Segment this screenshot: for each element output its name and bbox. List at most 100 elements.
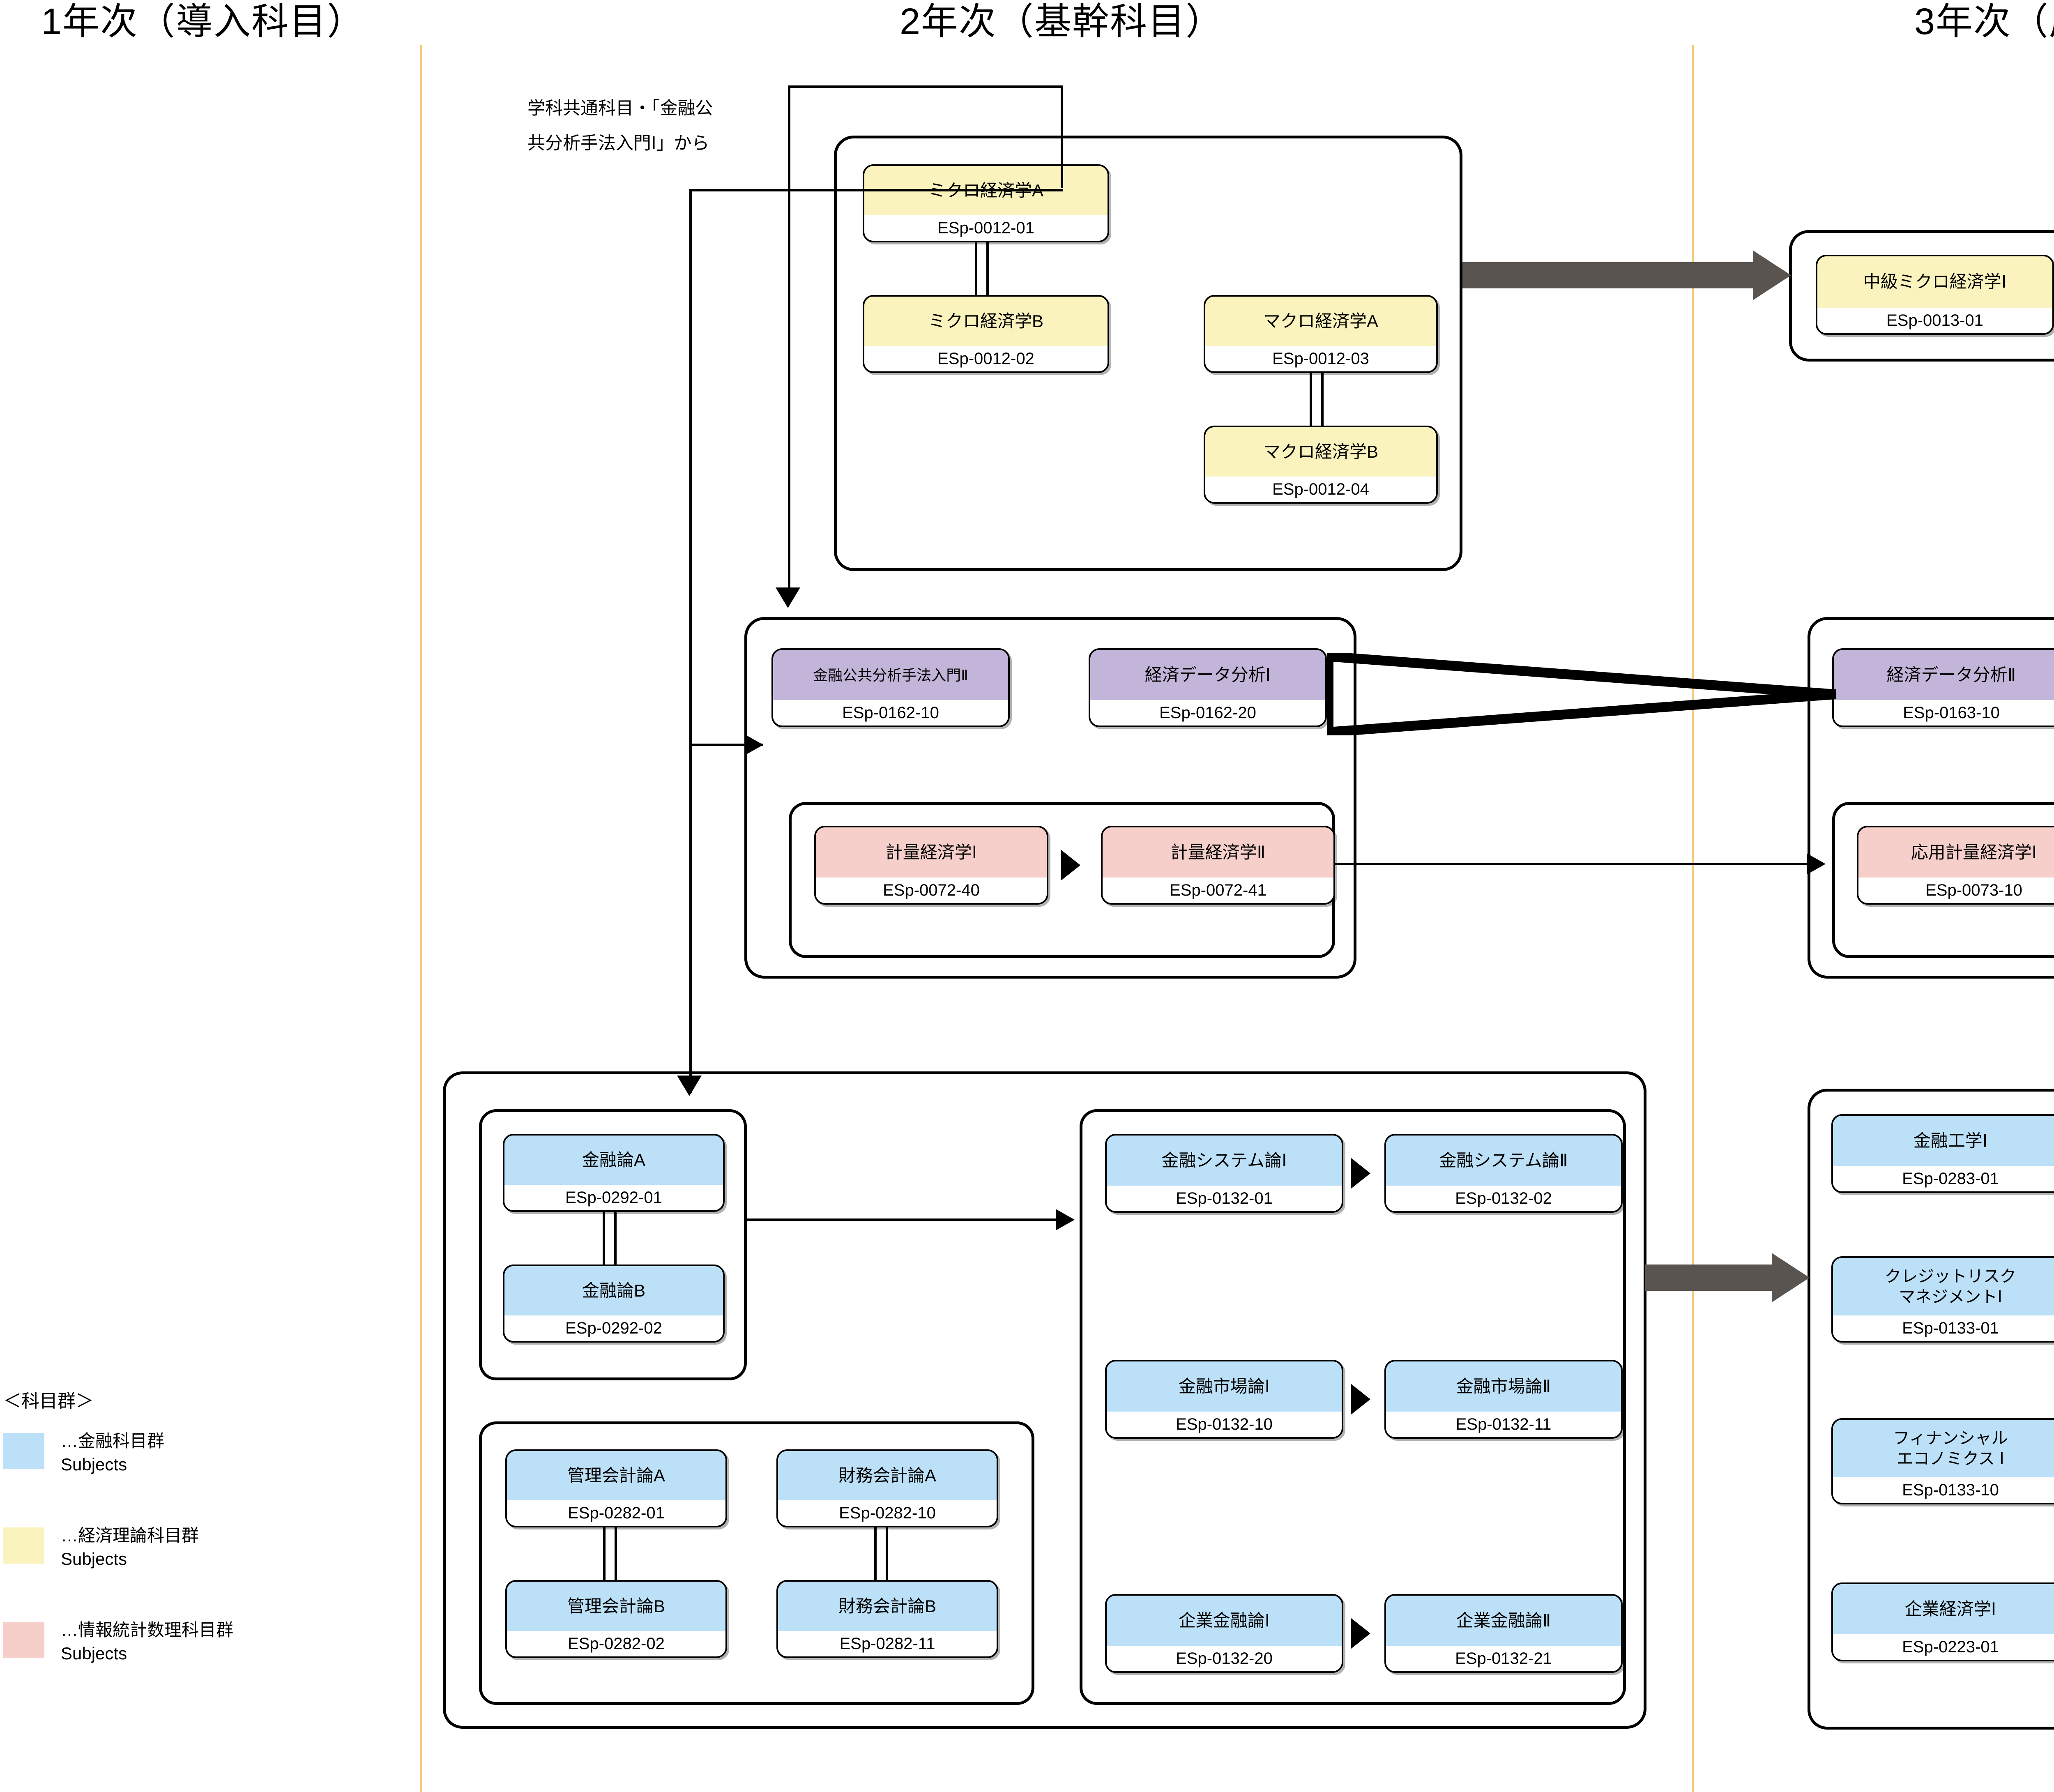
link-econometrics-to-applied-line bbox=[1335, 863, 1812, 865]
card-code: ESp-0132-01 bbox=[1107, 1186, 1342, 1211]
prereq-arrow-econometrics bbox=[1061, 850, 1080, 881]
feeder-arrowhead-to-stats-group bbox=[776, 587, 800, 608]
card-financial-public-analysis-2[interactable]: 金融公共分析手法入門Ⅱ ESp-0162-10 bbox=[771, 648, 1010, 727]
card-management-accounting-b[interactable]: 管理会計論B ESp-0282-02 bbox=[505, 1580, 727, 1658]
card-title: 財務会計論A bbox=[778, 1451, 997, 1500]
card-intermediate-micro-1[interactable]: 中級ミクロ経済学Ⅰ ESp-0013-01 bbox=[1816, 255, 2054, 335]
card-code: ESp-0012-01 bbox=[864, 215, 1108, 241]
rail-finance-a-to-b bbox=[603, 1212, 617, 1265]
card-financial-market-2[interactable]: 金融市場論Ⅱ ESp-0132-11 bbox=[1384, 1360, 1623, 1439]
legend-swatch-economic-theory bbox=[3, 1527, 44, 1564]
card-title: ミクロ経済学B bbox=[864, 297, 1108, 346]
card-title: マクロ経済学B bbox=[1205, 427, 1436, 477]
card-title: 経済データ分析Ⅱ bbox=[1834, 650, 2054, 700]
card-micro-b[interactable]: ミクロ経済学B ESp-0012-02 bbox=[863, 295, 1109, 373]
card-corporate-finance-2[interactable]: 企業金融論Ⅱ ESp-0132-21 bbox=[1384, 1594, 1623, 1673]
legend-label-economic-theory: …経済理論科目群 Subjects bbox=[61, 1526, 199, 1569]
card-title: マクロ経済学A bbox=[1205, 297, 1436, 346]
card-code: ESp-0073-10 bbox=[1858, 878, 2054, 903]
card-title: 経済データ分析Ⅰ bbox=[1090, 650, 1325, 700]
card-title: 金融市場論Ⅰ bbox=[1107, 1361, 1342, 1412]
card-financial-accounting-a[interactable]: 財務会計論A ESp-0282-10 bbox=[776, 1449, 998, 1527]
card-financial-market-1[interactable]: 金融市場論Ⅰ ESp-0132-10 bbox=[1105, 1360, 1343, 1439]
card-macro-b[interactable]: マクロ経済学B ESp-0012-04 bbox=[1204, 426, 1438, 504]
card-code: ESp-0132-02 bbox=[1386, 1186, 1621, 1211]
divider-year2-year3 bbox=[1692, 45, 1694, 1792]
card-code: ESp-0072-40 bbox=[816, 878, 1047, 903]
card-applied-econometrics-1[interactable]: 応用計量経済学Ⅰ ESp-0073-10 bbox=[1857, 826, 2054, 905]
card-econ-data-analysis-1[interactable]: 経済データ分析Ⅰ ESp-0162-20 bbox=[1089, 648, 1327, 727]
card-title: 金融公共分析手法入門Ⅱ bbox=[773, 650, 1008, 700]
card-code: ESp-0132-11 bbox=[1386, 1412, 1621, 1437]
card-title: 管理会計論B bbox=[507, 1582, 725, 1631]
card-title: 計量経済学Ⅱ bbox=[1103, 827, 1333, 878]
card-title: フィナンシャル エコノミクス Ⅰ bbox=[1833, 1420, 2054, 1477]
card-code: ESp-0132-20 bbox=[1107, 1646, 1342, 1671]
card-title: 金融システム論Ⅱ bbox=[1386, 1136, 1621, 1186]
card-econometrics-1[interactable]: 計量経済学Ⅰ ESp-0072-40 bbox=[814, 826, 1048, 905]
card-financial-system-1[interactable]: 金融システム論Ⅰ ESp-0132-01 bbox=[1105, 1134, 1343, 1213]
card-management-accounting-a[interactable]: 管理会計論A ESp-0282-01 bbox=[505, 1449, 727, 1527]
link-econ-data-1-to-2 bbox=[1327, 653, 1836, 735]
card-finance-b[interactable]: 金融論B ESp-0292-02 bbox=[503, 1265, 725, 1343]
card-finance-a[interactable]: 金融論A ESp-0292-01 bbox=[503, 1134, 725, 1212]
legend-label-finance: …金融科目群 Subjects bbox=[61, 1431, 165, 1474]
link-finance-pair-to-courses-line bbox=[747, 1218, 1059, 1221]
source-note-line2: 共分析手法入門Ⅰ」から bbox=[527, 134, 709, 153]
prereq-arrow-financial-market bbox=[1351, 1384, 1370, 1415]
card-code: ESp-0282-11 bbox=[778, 1631, 997, 1656]
card-financial-accounting-b[interactable]: 財務会計論B ESp-0282-11 bbox=[776, 1580, 998, 1658]
group-economic-theory-year2 bbox=[834, 136, 1462, 571]
card-financial-system-2[interactable]: 金融システム論Ⅱ ESp-0132-02 bbox=[1384, 1134, 1623, 1213]
card-title: 計量経済学Ⅰ bbox=[816, 827, 1047, 878]
card-macro-a[interactable]: マクロ経済学A ESp-0012-03 bbox=[1204, 295, 1438, 373]
group-finance-courses-year2 bbox=[1080, 1109, 1626, 1705]
rail-macro-a-to-b bbox=[1310, 373, 1324, 426]
card-title: 企業経済学Ⅰ bbox=[1833, 1584, 2054, 1634]
group-stats-methods-year3 bbox=[1808, 617, 2054, 979]
feeder-main-vertical-a bbox=[788, 85, 790, 603]
card-code: ESp-0292-01 bbox=[504, 1185, 723, 1210]
prereq-arrow-financial-system bbox=[1351, 1158, 1370, 1189]
year2-heading: 2年次（基幹科目） bbox=[900, 1, 1224, 42]
card-financial-engineering-1[interactable]: 金融工学Ⅰ ESp-0283-01 bbox=[1831, 1114, 2054, 1193]
card-code: ESp-0133-10 bbox=[1833, 1477, 2054, 1503]
group-finance-year3 bbox=[1808, 1089, 2054, 1730]
divider-year1-year2 bbox=[420, 45, 422, 1792]
feeder-second-horizontal bbox=[689, 189, 1063, 191]
rail-micro-a-to-b bbox=[975, 242, 989, 296]
card-econometrics-2[interactable]: 計量経済学Ⅱ ESp-0072-41 bbox=[1101, 826, 1335, 905]
card-title: 財務会計論B bbox=[778, 1582, 997, 1631]
card-financial-economics-1[interactable]: フィナンシャル エコノミクス Ⅰ ESp-0133-10 bbox=[1831, 1418, 2054, 1504]
year3-heading: 3年次（展開科目） bbox=[1914, 1, 2054, 42]
group-accounting-pair bbox=[479, 1421, 1034, 1705]
legend-label-info-stats: …情報統計数理科目群 Subjects bbox=[61, 1620, 234, 1663]
card-title: 管理会計論A bbox=[507, 1451, 725, 1500]
card-code: ESp-0132-10 bbox=[1107, 1412, 1342, 1437]
card-code: ESp-0163-10 bbox=[1834, 700, 2054, 726]
flow-arrow-finance-year2-to-year3 bbox=[1645, 1253, 1810, 1302]
card-title: 中級ミクロ経済学Ⅰ bbox=[1817, 256, 2052, 308]
card-corporate-economics-1[interactable]: 企業経済学Ⅰ ESp-0223-01 bbox=[1831, 1582, 2054, 1661]
legend-swatch-finance bbox=[3, 1433, 44, 1469]
card-code: ESp-0012-03 bbox=[1205, 346, 1436, 371]
feeder-branch-to-stats-arrowhead bbox=[744, 734, 763, 755]
card-corporate-finance-1[interactable]: 企業金融論Ⅰ ESp-0132-20 bbox=[1105, 1594, 1343, 1673]
link-finance-pair-to-courses-arrowhead bbox=[1056, 1209, 1075, 1230]
card-title: 金融論B bbox=[504, 1266, 723, 1315]
card-code: ESp-0162-20 bbox=[1090, 700, 1325, 726]
card-econ-data-analysis-2[interactable]: 経済データ分析Ⅱ ESp-0163-10 bbox=[1832, 648, 2054, 727]
card-code: ESp-0012-02 bbox=[864, 346, 1108, 371]
card-code: ESp-0133-01 bbox=[1833, 1315, 2054, 1341]
card-credit-risk-management-1[interactable]: クレジットリスク マネジメントⅠ ESp-0133-01 bbox=[1831, 1256, 2054, 1343]
flow-arrow-theory-year2-to-year3 bbox=[1462, 251, 1791, 300]
group-finance-year2 bbox=[443, 1071, 1646, 1729]
card-title: 金融システム論Ⅰ bbox=[1107, 1136, 1342, 1186]
card-title: 企業金融論Ⅰ bbox=[1107, 1596, 1342, 1646]
legend-swatch-info-stats bbox=[3, 1622, 44, 1658]
card-micro-a[interactable]: ミクロ経済学A ESp-0012-01 bbox=[863, 164, 1109, 242]
rail-fin-acct-a-to-b bbox=[874, 1527, 888, 1581]
card-code: ESp-0072-41 bbox=[1103, 878, 1333, 903]
rail-mgmt-acct-a-to-b bbox=[603, 1527, 617, 1581]
